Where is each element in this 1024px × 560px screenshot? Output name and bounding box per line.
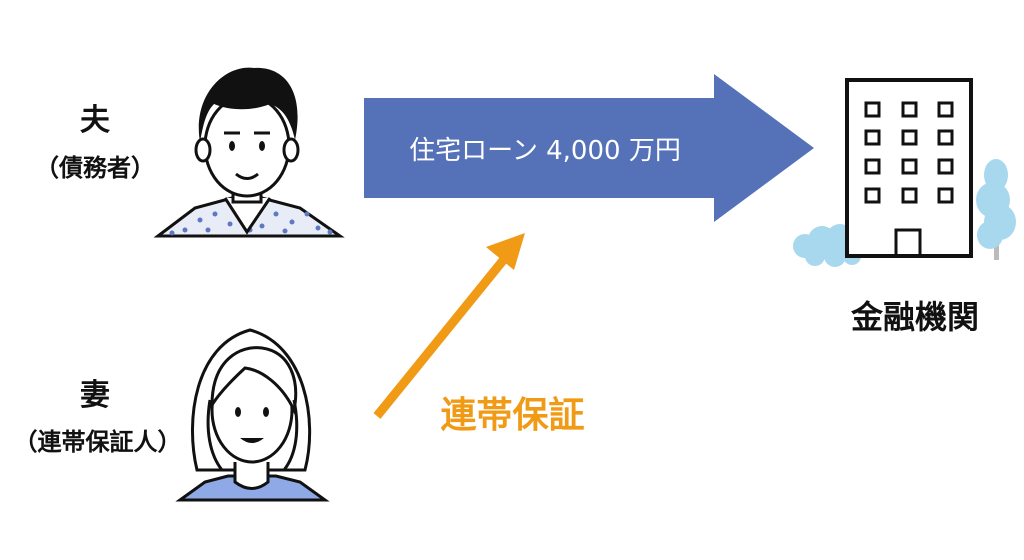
guarantee-arrow [373,233,525,419]
loan-label: 住宅ローン 4,000 万円 [409,136,681,166]
husband-name: 夫 [80,103,110,138]
wife-role: （連帯保証人） [13,428,182,456]
guarantee-label: 連帯保証 [440,395,585,436]
husband-role: （債務者） [35,154,155,182]
tree-icon [976,159,1016,260]
bank-label: 金融機関 [850,298,979,336]
wife-name: 妻 [80,378,110,413]
loan-arrow [364,74,814,222]
man-avatar-icon [153,67,345,238]
woman-avatar-icon [175,328,330,502]
building-icon [845,78,973,258]
